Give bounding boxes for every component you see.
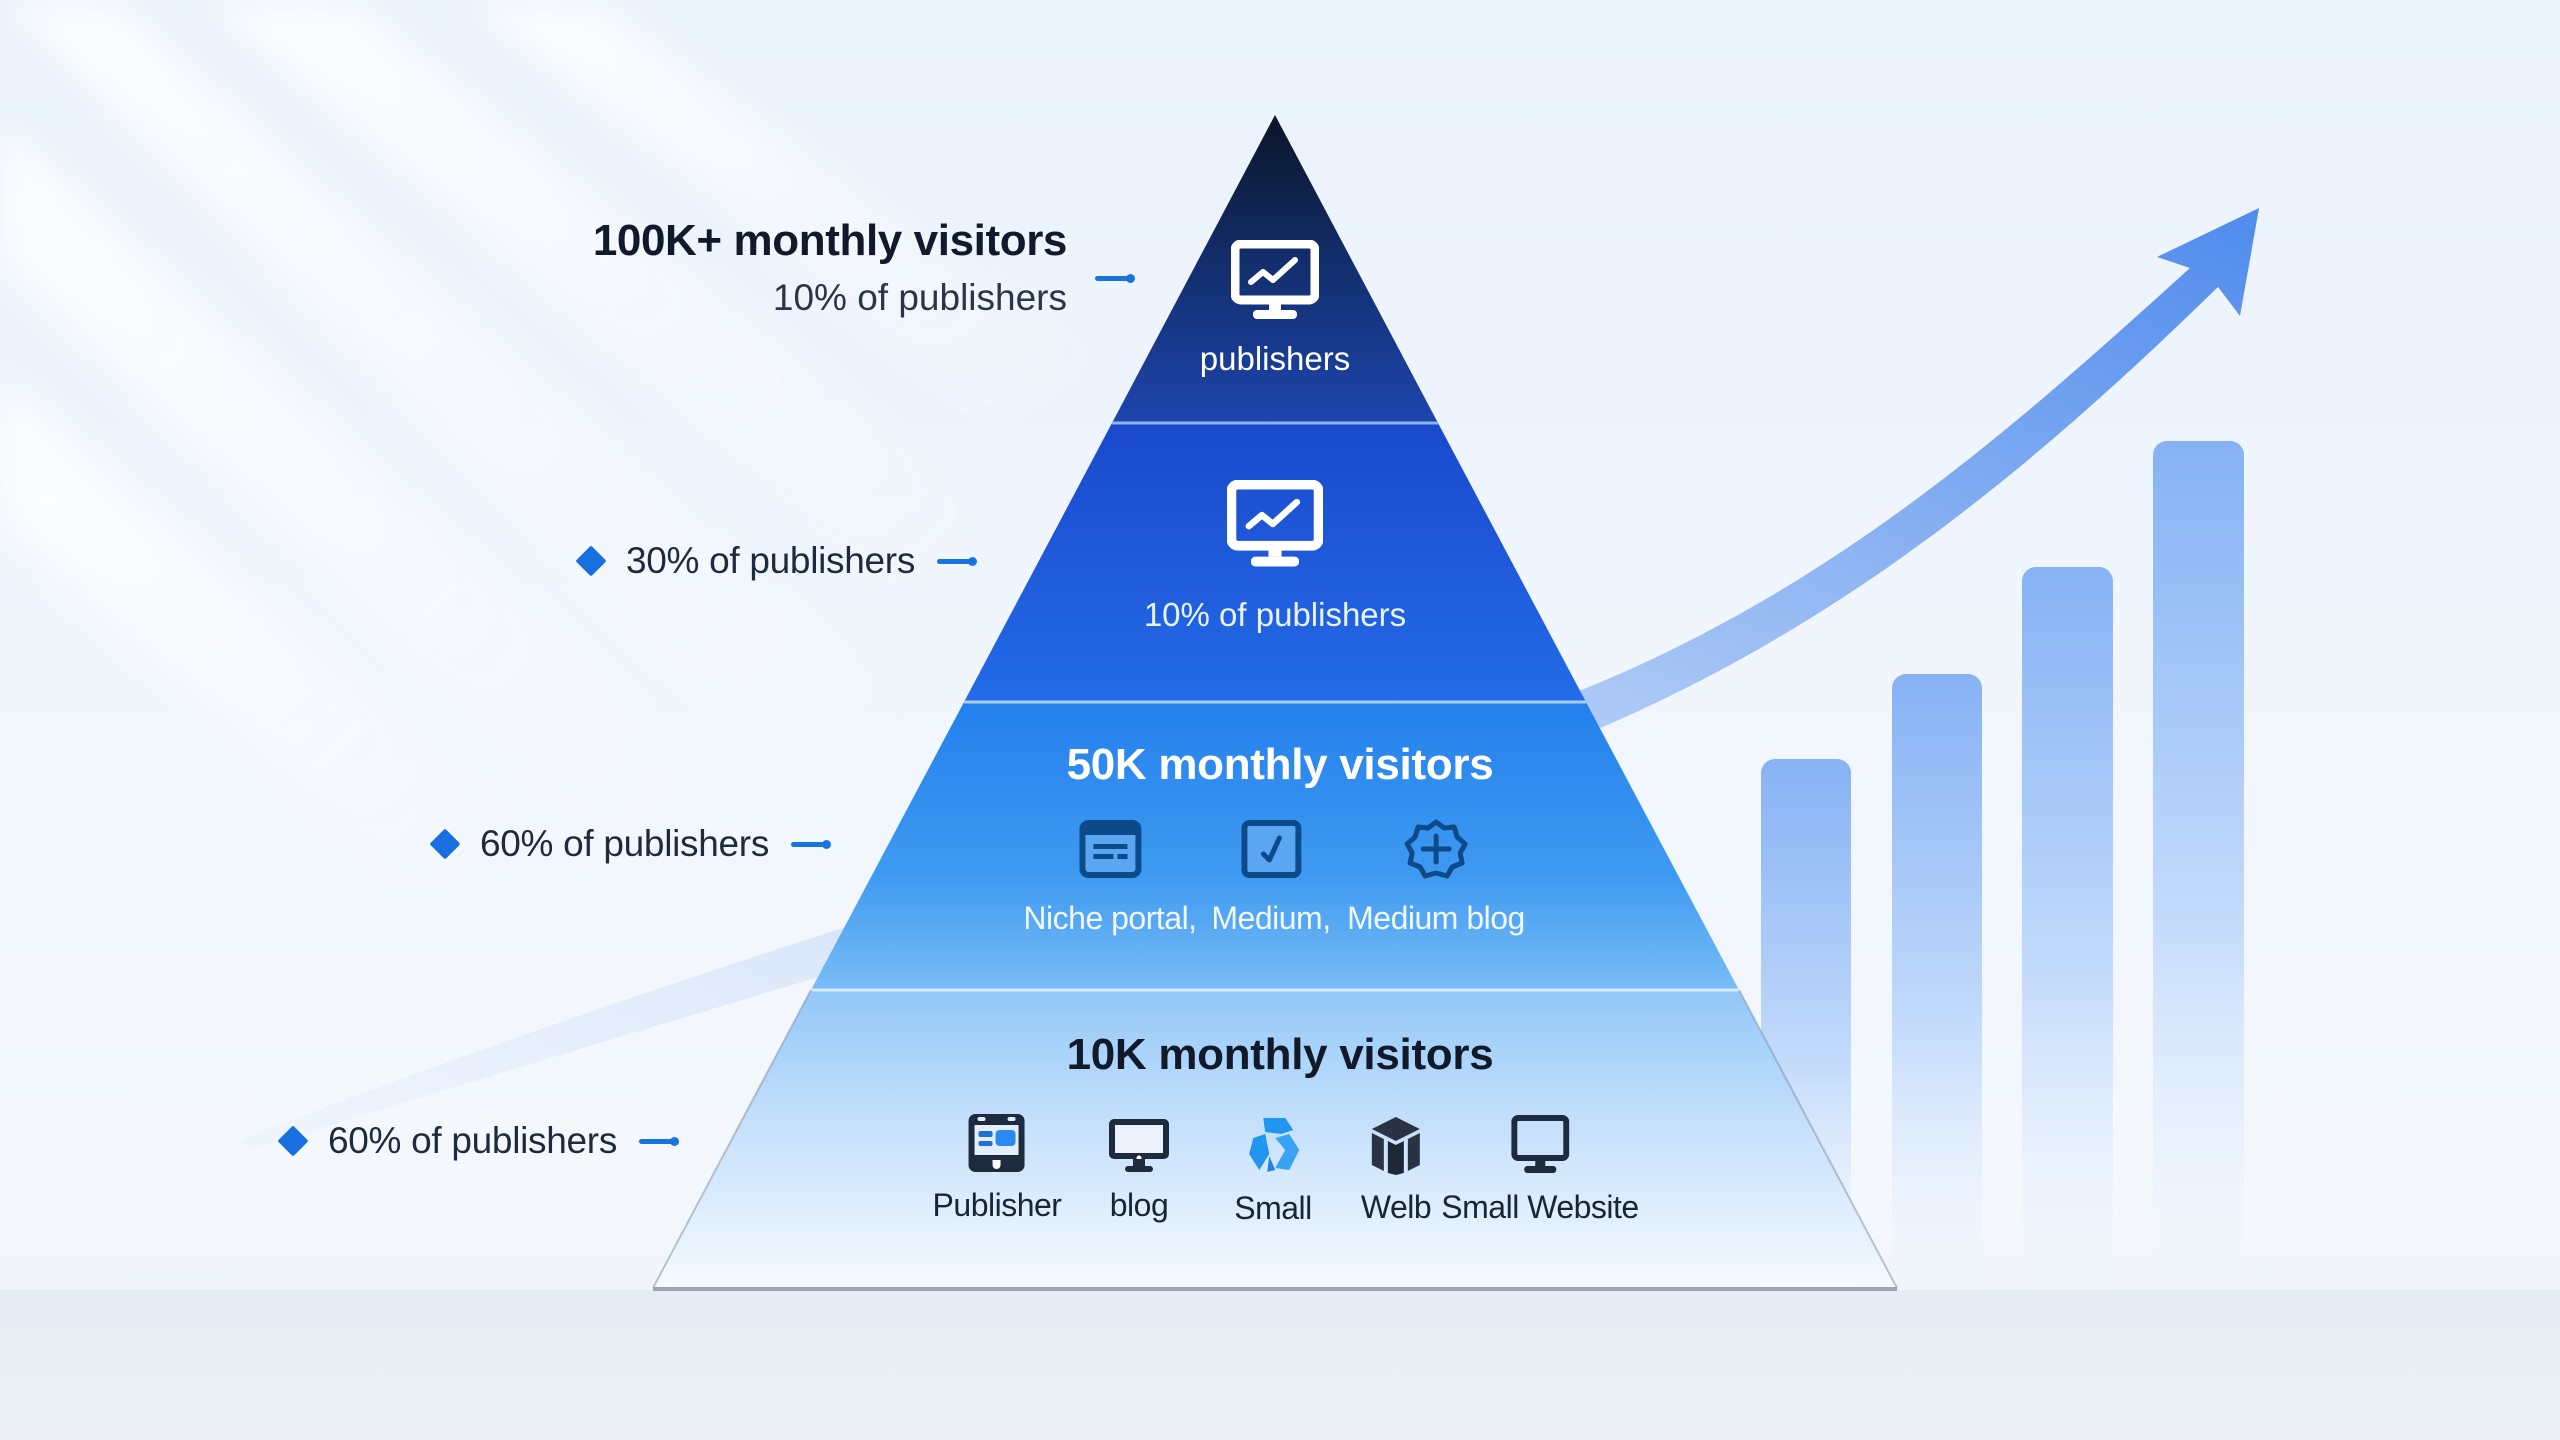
tier4-item-welb: Welb [1360,1115,1432,1226]
tier3-left-label: 60% of publishers [428,823,832,865]
light-rays [0,0,1100,900]
pyramid-tier-4 [653,990,1897,1288]
tablet-icon [969,1114,1025,1172]
tier3-label-text: 60% of publishers [480,823,770,864]
edit-square-icon [1240,820,1301,878]
tier3-item-label: Medium, [1211,900,1331,936]
tier1-content: publishers [1175,240,1375,378]
pyramid-tier-1 [1112,115,1438,423]
diamond-bullet-icon [575,545,607,577]
hexagon-logo-icon [1248,1118,1299,1172]
tier4-item-blog: blog [1107,1117,1171,1224]
tier4-item-label: Welb [1360,1189,1432,1225]
cube-icon [1371,1117,1420,1175]
monitor-chart-icon [1227,480,1323,567]
tier3-item-label: Niche portal, [1023,900,1197,936]
growth-bars [1761,441,2244,1319]
tier4-item-small-website: Small Website [1441,1115,1639,1226]
tier2-label-text: 30% of publishers [626,540,916,581]
tier1-connector [1095,274,1135,283]
tier3-item-label: Medium blog [1347,900,1525,936]
ground [0,1290,2560,1440]
tier3-connector [791,839,832,849]
tier4-title: 10K monthly visitors [1066,1030,1494,1079]
tier4-connector [639,1136,680,1146]
badge-plus-icon [1404,819,1468,879]
tier2-connector [937,556,978,566]
tier4-item-label: Small Website [1441,1189,1639,1225]
browser-window-icon [1078,820,1141,878]
tier1-subtext: 10% of publishers [772,277,1067,318]
tier4-item-label: Small [1234,1190,1312,1226]
tier3-title: 50K monthly visitors [1066,740,1494,789]
tier4-item-label: Publisher [932,1187,1062,1223]
tier4-item-publisher: Publisher [933,1113,1062,1224]
tier2-label: 10% of publishers [1143,596,1407,633]
desktop-icon [1109,1119,1169,1172]
tier1-label: publishers [1199,340,1351,377]
tier4-label-text: 60% of publishers [328,1120,618,1161]
diamond-bullet-icon [429,828,461,860]
tier3-item-niche-portal: Niche portal, [1023,820,1197,937]
tier4-item-label: blog [1109,1187,1169,1223]
tier4-item-small: Small [1234,1116,1312,1227]
tier2-content: 10% of publishers [1075,480,1475,634]
monitor-icon [1510,1115,1569,1173]
diamond-bullet-icon [277,1125,309,1157]
tier3-item-medium: Medium, [1211,820,1331,937]
tier2-left-label: 30% of publishers [574,540,978,582]
tier4-left-label: 60% of publishers [276,1120,680,1162]
monitor-chart-icon [1231,240,1319,319]
tier3-item-medium-blog: Medium blog [1347,818,1525,937]
tier1-heading: 100K+ monthly visitors [592,216,1068,265]
